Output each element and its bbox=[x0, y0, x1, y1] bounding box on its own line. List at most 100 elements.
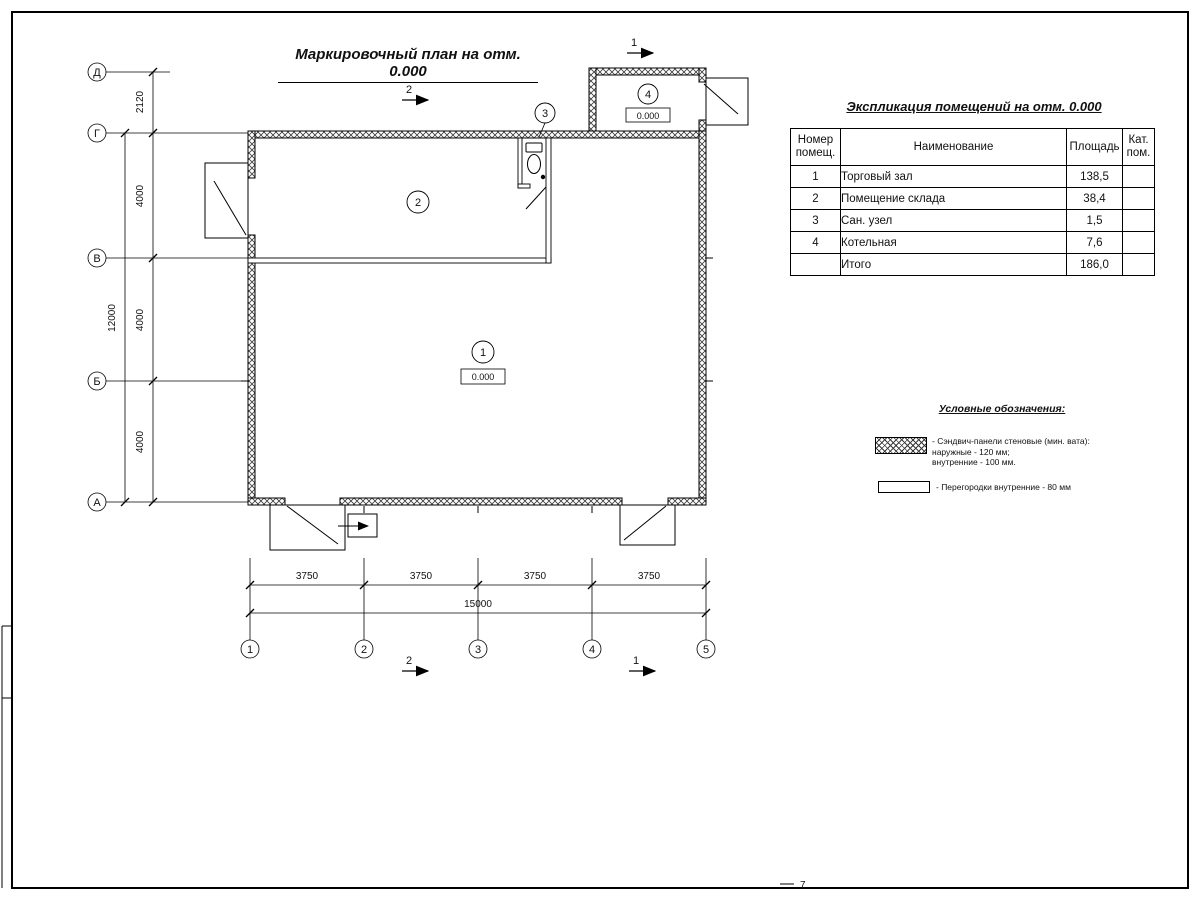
legend-line: внутренние - 100 мм. bbox=[932, 457, 1016, 467]
dim-12000: 12000 bbox=[107, 304, 118, 332]
cell-num bbox=[790, 253, 841, 276]
table-row: 2 Помещение склада 38,4 bbox=[790, 187, 1155, 210]
section-mark-labels: 2 1 2 1 bbox=[406, 37, 639, 667]
partition-symbol bbox=[878, 481, 930, 493]
partition-horizontal bbox=[247, 257, 552, 264]
wall-left-upper bbox=[247, 130, 256, 179]
annex-wall-right-upper bbox=[698, 67, 707, 83]
vestibule-bottom-left bbox=[269, 504, 346, 551]
wall-top bbox=[247, 130, 707, 139]
porch-annex bbox=[705, 77, 749, 126]
header-area: Площадь bbox=[1066, 128, 1123, 166]
cell-num: 1 bbox=[790, 165, 841, 188]
door-leaf-wc bbox=[525, 186, 547, 210]
door-leaf-annex bbox=[703, 83, 739, 115]
wall-bottom-3 bbox=[667, 497, 707, 506]
section-2-top: 2 bbox=[406, 84, 412, 96]
doors bbox=[204, 77, 749, 551]
room-4-number: 4 bbox=[645, 89, 651, 101]
annex-wall-right-lower bbox=[698, 119, 707, 132]
cell-area: 7,6 bbox=[1066, 231, 1123, 254]
legend-line: - Сэндвич-панели стеновые (мин. вата): bbox=[932, 436, 1090, 446]
header-room-number-line1: Номер bbox=[797, 134, 834, 146]
legend-item-sandwich: - Сэндвич-панели стеновые (мин. вата): н… bbox=[932, 436, 1090, 468]
axis-row-v: В bbox=[93, 253, 100, 265]
axis-row-d: Д bbox=[93, 67, 101, 79]
legend-title: Условные обозначения: bbox=[938, 403, 1066, 415]
wall-bottom-1 bbox=[247, 497, 286, 506]
partition-vertical bbox=[545, 137, 552, 264]
door-leaf-bottom-left bbox=[286, 505, 339, 545]
dim-3750-3: 3750 bbox=[524, 571, 547, 582]
bottom-dimensions bbox=[245, 580, 711, 618]
axis-row-g: Г bbox=[94, 128, 100, 140]
sheet-number: 7 bbox=[800, 880, 806, 891]
schedule-table: Номер помещ. Наименование Площадь Кат. п… bbox=[790, 128, 1155, 276]
entrance-arrow bbox=[338, 513, 378, 538]
axis-row-a: А bbox=[93, 497, 101, 509]
cell-name: Котельная bbox=[840, 231, 1067, 254]
wall-bottom-2 bbox=[339, 497, 623, 506]
vestibule-left bbox=[204, 162, 249, 239]
row-axes bbox=[87, 62, 248, 512]
section-marks bbox=[402, 47, 657, 677]
cell-name: Сан. узел bbox=[840, 209, 1067, 232]
dim-4000-1: 4000 bbox=[135, 184, 146, 207]
schedule-title: Экспликация помещений на отм. 0.000 bbox=[846, 99, 1102, 114]
vestibule-bottom-right bbox=[619, 504, 676, 546]
cell-area: 38,4 bbox=[1066, 187, 1123, 210]
wc-partition-horizontal bbox=[517, 183, 531, 189]
schedule-header-row: Номер помещ. Наименование Площадь Кат. п… bbox=[790, 128, 1155, 166]
dim-2120: 2120 bbox=[135, 90, 146, 113]
wc-partition-vertical bbox=[517, 137, 523, 189]
cell-area: 1,5 bbox=[1066, 209, 1123, 232]
dim-4000-3: 4000 bbox=[135, 430, 146, 453]
axis-row-b: Б bbox=[93, 376, 100, 388]
section-1-bottom: 1 bbox=[633, 655, 639, 667]
dim-3750-4: 3750 bbox=[638, 571, 661, 582]
cell-num: 2 bbox=[790, 187, 841, 210]
room-4-elevation: 0.000 bbox=[637, 111, 660, 121]
cell-num: 4 bbox=[790, 231, 841, 254]
page-frame bbox=[1, 11, 1189, 889]
column-axis-labels: 1 2 3 4 5 bbox=[247, 644, 709, 656]
cell-cat bbox=[1122, 231, 1155, 254]
wall-ticks bbox=[241, 257, 713, 513]
header-name: Наименование bbox=[840, 128, 1067, 166]
table-row: 3 Сан. узел 1,5 bbox=[790, 209, 1155, 232]
room-markers: 1 0.000 2 3 4 0.000 bbox=[406, 83, 671, 385]
axis-col-4: 4 bbox=[589, 644, 595, 656]
toilet-icon bbox=[525, 142, 546, 180]
bottom-dimension-labels: 3750 3750 3750 3750 15000 bbox=[296, 571, 661, 610]
door-leaf-bottom-right bbox=[623, 505, 667, 541]
cell-cat bbox=[1122, 187, 1155, 210]
room-2-number: 2 bbox=[415, 197, 421, 209]
annex-wall-top bbox=[588, 67, 707, 76]
section-1-top: 1 bbox=[631, 37, 637, 49]
legend-item-partition: - Перегородки внутренние - 80 мм bbox=[936, 482, 1071, 493]
cell-name: Итого bbox=[840, 253, 1067, 276]
dim-3750-2: 3750 bbox=[410, 571, 433, 582]
header-category-line1: Кат. bbox=[1128, 134, 1149, 146]
room-3-number: 3 bbox=[542, 108, 548, 120]
axis-col-2: 2 bbox=[361, 644, 367, 656]
wall-right bbox=[698, 130, 707, 506]
dim-4000-2: 4000 bbox=[135, 308, 146, 331]
cell-area: 138,5 bbox=[1066, 165, 1123, 188]
legend-line: наружные - 120 мм; bbox=[932, 446, 1010, 457]
cell-cat bbox=[1122, 165, 1155, 188]
left-dimension-labels: 2120 4000 4000 4000 12000 bbox=[107, 90, 146, 453]
sandwich-panel-symbol bbox=[875, 437, 927, 454]
header-room-number: Номер помещ. bbox=[790, 128, 841, 166]
cell-num: 3 bbox=[790, 209, 841, 232]
legend-line: - Перегородки внутренние - 80 мм bbox=[936, 482, 1071, 492]
partitions bbox=[247, 137, 552, 264]
header-category: Кат. пом. bbox=[1122, 128, 1155, 166]
header-category-line2: пом. bbox=[1126, 147, 1151, 159]
annex-wall-left bbox=[588, 67, 597, 132]
section-2-bottom: 2 bbox=[406, 655, 412, 667]
axis-col-5: 5 bbox=[703, 644, 709, 656]
left-dimensions bbox=[120, 67, 158, 507]
